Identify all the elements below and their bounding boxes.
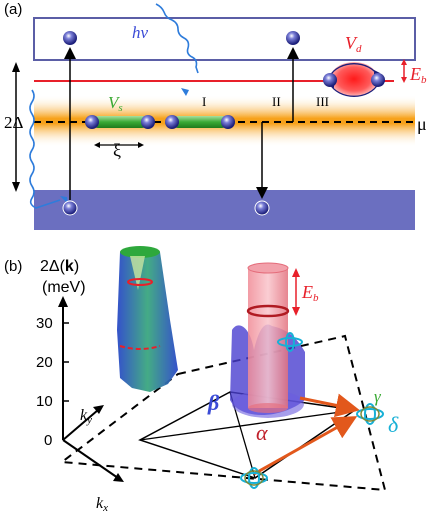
- cone-red-ring-top: [127, 278, 153, 286]
- blob-electron-right: [371, 73, 385, 87]
- process-label-III: III: [316, 94, 329, 109]
- ky-axis-arrowhead: [93, 405, 104, 414]
- kx-label: kx: [96, 495, 108, 514]
- gamma-label: γ: [374, 387, 382, 406]
- lower-hole-right: [254, 200, 270, 216]
- blob-electron-left: [323, 73, 337, 87]
- pair2-electron-b: [221, 115, 235, 129]
- cylinder-ring: [246, 304, 290, 318]
- cylinder-base: [248, 403, 288, 413]
- xi-arrow-right: [138, 142, 144, 148]
- cooper-pair-1: [92, 116, 148, 128]
- scatter-arrow-2: [253, 416, 358, 476]
- lower-hole-left: [62, 200, 78, 216]
- cone-inner-highlight: [130, 256, 145, 290]
- z-axis-title: 2Δ(k): [40, 258, 79, 275]
- zone-diagonal-2: [139, 409, 356, 441]
- upper-band-box: [33, 17, 416, 61]
- mu-label: μ: [417, 114, 427, 134]
- pair2-electron-a: [165, 115, 179, 129]
- delta-label: δ: [388, 412, 399, 437]
- vd-label: Vd: [345, 33, 362, 55]
- ky-label: ky: [80, 407, 92, 426]
- pocket-bottom: [240, 467, 268, 489]
- pair1-electron-a: [85, 115, 99, 129]
- eb-arrow-b-down: [292, 307, 300, 316]
- eb-label-b: Eb: [301, 282, 319, 304]
- panel-a-label: (a): [4, 1, 22, 18]
- alpha-cylinder: [248, 268, 288, 408]
- photon-middle-arrowhead: [181, 88, 189, 96]
- eb-label-a: Eb: [409, 64, 427, 86]
- photon-path-middle: [155, 3, 199, 74]
- process-label-I: I: [202, 94, 206, 109]
- photon-path-left: [29, 89, 61, 209]
- gap-arrow-head-down: [12, 182, 20, 192]
- z-axis-unit: (meV): [42, 279, 86, 296]
- pocket-right: [356, 403, 384, 425]
- kx-axis: [62, 439, 119, 479]
- cone-top-rim: [120, 246, 160, 258]
- gap-arrow-head-up: [12, 62, 20, 72]
- vs-label: Vs: [108, 93, 123, 114]
- scatter-arrow-1: [299, 393, 360, 418]
- cone-red-ring-mid: [119, 345, 161, 350]
- photon-label: hν: [132, 23, 149, 42]
- blob-arc-bottom: [329, 83, 379, 97]
- eb-small-arrow-down: [401, 77, 407, 83]
- bipolaron-blob: [330, 62, 378, 96]
- eb-small-arrow-up: [401, 59, 407, 65]
- pair1-electron-b: [141, 115, 155, 129]
- eb-arrow-b-up: [292, 268, 300, 277]
- z-tick-label-30: 30: [36, 315, 53, 332]
- process-label-II: II: [272, 94, 281, 109]
- z-tick-label-20: 20: [36, 354, 53, 371]
- xi-arrow-left: [94, 142, 100, 148]
- alpha-label: α: [256, 420, 268, 445]
- ky-axis: [62, 409, 99, 441]
- z-axis-arrowhead: [58, 296, 68, 307]
- z-tick-label-10: 10: [36, 393, 53, 410]
- cooper-pair-2: [172, 116, 228, 128]
- gap-label: 2Δ: [4, 113, 24, 132]
- upper-electron-left: [63, 31, 77, 45]
- xi-label: ξ: [113, 140, 121, 160]
- panel-b-label: (b): [4, 258, 22, 275]
- beta-label: β: [207, 390, 220, 415]
- kx-axis-arrowhead: [113, 473, 124, 482]
- gap-cone-large: [117, 247, 178, 392]
- lower-band: [34, 190, 415, 230]
- z-tick-label-0: 0: [44, 432, 52, 449]
- cylinder-top: [247, 262, 289, 274]
- pocket-top: [277, 332, 303, 352]
- upper-electron-right: [286, 31, 300, 45]
